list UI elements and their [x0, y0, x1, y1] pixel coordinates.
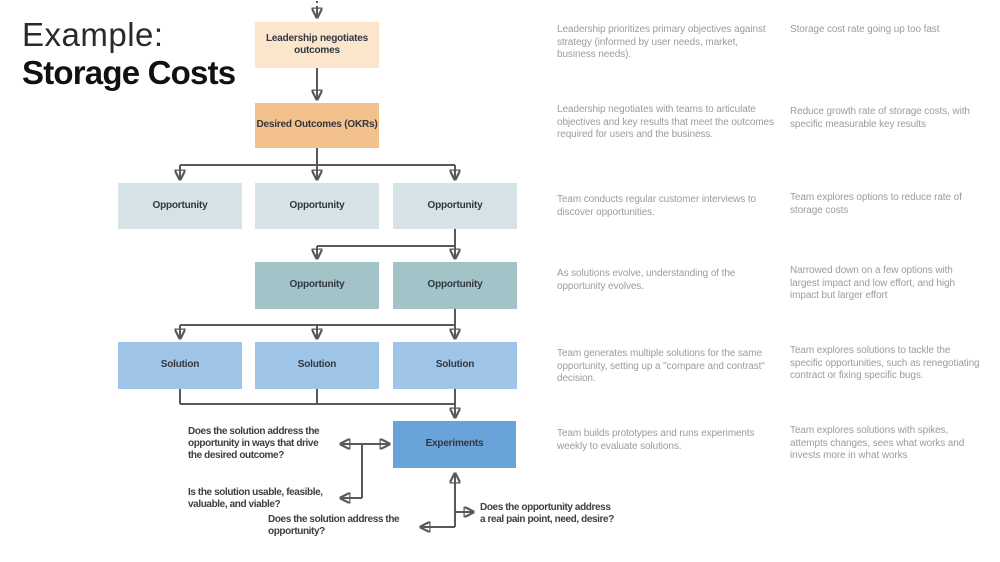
node-solution-1: Solution — [118, 342, 242, 389]
question-solution: Does the solution address the opportunit… — [268, 514, 400, 537]
process-note-3: Team conducts regular customer interview… — [557, 194, 757, 218]
node-experiments-label: Experiments — [425, 438, 484, 450]
question-outcome: Does the solution address the opportunit… — [188, 426, 320, 461]
node-solution-3-label: Solution — [435, 359, 475, 371]
node-opportunity-refined-2-label: Opportunity — [427, 279, 483, 291]
process-note-5: Team generates multiple solutions for th… — [557, 348, 765, 384]
node-experiments: Experiments — [393, 421, 516, 468]
title-main: Storage Costs — [22, 54, 236, 92]
node-opportunity-2: Opportunity — [255, 183, 379, 229]
node-solution-2: Solution — [255, 342, 379, 389]
connector-experiments-merge — [179, 389, 456, 405]
process-note-1: Leadership prioritizes primary objective… — [557, 24, 766, 60]
node-opportunity-refined-1-label: Opportunity — [289, 279, 345, 291]
example-note-4: Narrowed down on a few options with larg… — [790, 265, 955, 301]
page-title: Example: Storage Costs — [22, 16, 236, 93]
node-solution-1-label: Solution — [160, 359, 200, 371]
node-solution-2-label: Solution — [297, 359, 337, 371]
node-leadership-label: Leadership negotiates outcomes — [266, 32, 368, 57]
question-viable: Is the solution usable, feasible, valuab… — [188, 487, 323, 510]
process-note-2: Leadership negotiates with teams to arti… — [557, 104, 774, 140]
node-solution-3: Solution — [393, 342, 517, 389]
question-pain-point: Does the opportunity address a real pain… — [480, 502, 614, 525]
connector-opp-branch — [317, 229, 456, 247]
node-desired-outcomes-label: Desired Outcomes (OKRs) — [256, 119, 378, 131]
node-opportunity-2-label: Opportunity — [289, 199, 345, 211]
title-kicker: Example: — [22, 16, 164, 53]
node-opportunity-1-label: Opportunity — [152, 199, 208, 211]
process-note-4: As solutions evolve, understanding of th… — [557, 268, 736, 292]
node-opportunity-refined-2: Opportunity — [393, 262, 517, 309]
connector-okr-branch — [180, 148, 455, 166]
example-note-1: Storage cost rate going up too fast — [790, 24, 940, 35]
example-note-2: Reduce growth rate of storage costs, wit… — [790, 106, 970, 130]
node-opportunity-3-label: Opportunity — [427, 199, 483, 211]
node-desired-outcomes: Desired Outcomes (OKRs) — [255, 103, 379, 148]
connector-solution-branch — [180, 309, 456, 326]
example-note-6: Team explores solutions with spikes, att… — [790, 425, 965, 461]
node-opportunity-refined-1: Opportunity — [255, 262, 379, 309]
node-opportunity-3: Opportunity — [393, 183, 517, 229]
node-leadership: Leadership negotiates outcomes — [255, 22, 379, 68]
example-note-3: Team explores options to reduce rate of … — [790, 192, 962, 216]
example-note-5: Team explores solutions to tackle the sp… — [790, 345, 980, 381]
process-note-6: Team builds prototypes and runs experime… — [557, 428, 755, 452]
node-opportunity-1: Opportunity — [118, 183, 242, 229]
